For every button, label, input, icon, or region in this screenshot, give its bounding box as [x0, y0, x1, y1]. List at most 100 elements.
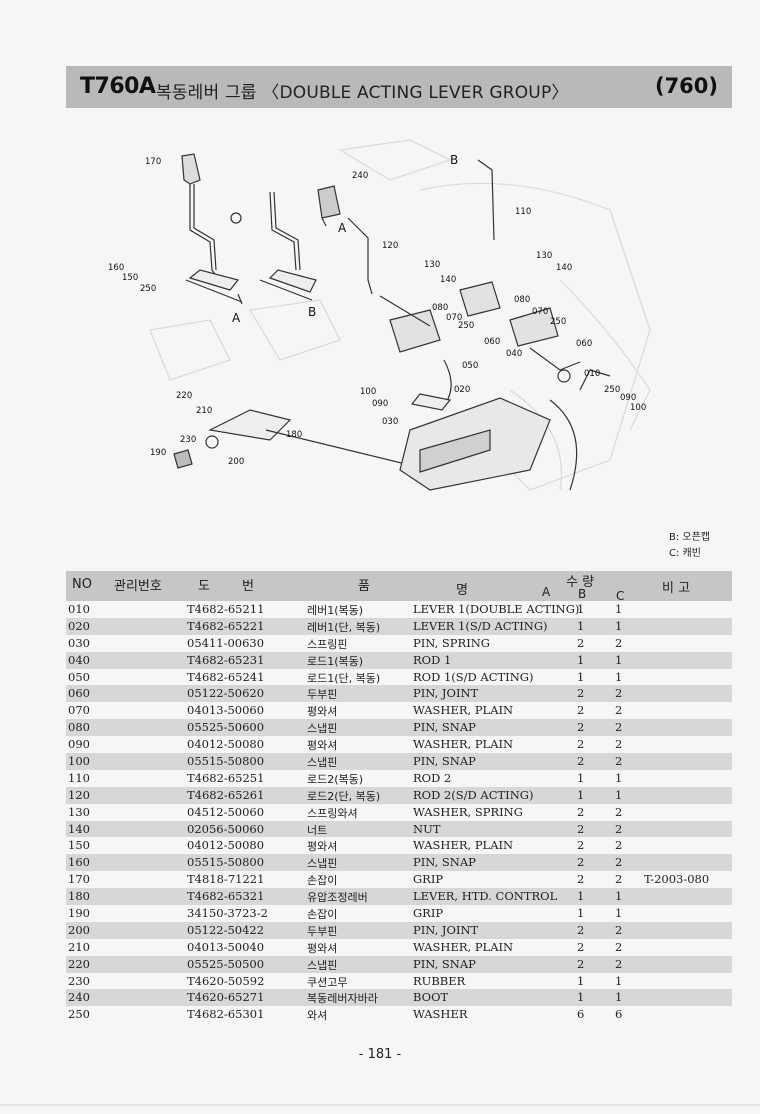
row-qty-b: 1 — [577, 787, 585, 802]
row-qty-b: 1 — [577, 602, 585, 616]
row-english-name: LEVER 1(DOUBLE ACTING) — [413, 602, 580, 616]
row-qty-c: 1 — [615, 906, 623, 921]
row-qty-b: 1 — [577, 669, 585, 684]
row-no: 170 — [68, 872, 90, 887]
svg-text:090: 090 — [372, 399, 388, 409]
row-qty-b: 2 — [577, 635, 585, 650]
row-korean-name: 로드1(복동) — [307, 654, 364, 668]
header-col-b: B — [578, 587, 587, 601]
row-english-name: WASHER, PLAIN — [413, 838, 514, 853]
svg-text:080: 080 — [514, 295, 530, 305]
svg-text:240: 240 — [352, 171, 368, 181]
row-korean-name: 스냅핀 — [307, 756, 338, 770]
header-name-b: 명 — [456, 583, 468, 598]
row-english-name: RUBBER — [413, 973, 466, 988]
table-header: NO 관리번호 도 번 품 명 수 량 A B C 비 고 — [66, 571, 732, 603]
row-no: 200 — [68, 922, 90, 937]
row-english-name: BOOT — [413, 990, 449, 1005]
row-qty-c: 1 — [615, 602, 623, 616]
svg-text:250: 250 — [604, 385, 620, 395]
svg-text:120: 120 — [382, 241, 398, 251]
row-part-number: T4682-65231 — [187, 652, 265, 667]
row-korean-name: 와셔 — [307, 1009, 328, 1023]
svg-text:060: 060 — [484, 337, 500, 347]
row-qty-b: 2 — [577, 703, 585, 718]
row-qty-c: 1 — [615, 669, 623, 684]
svg-text:030: 030 — [382, 417, 398, 427]
row-qty-b: 2 — [577, 872, 585, 887]
svg-text:B: B — [450, 153, 458, 167]
row-no: 190 — [68, 906, 90, 921]
row-english-name: LEVER, HTD. CONTROL — [413, 889, 558, 904]
row-qty-c: 1 — [615, 973, 623, 988]
row-korean-name: 로드2(복동) — [307, 772, 364, 786]
row-part-number: T4620-65271 — [187, 990, 265, 1005]
row-korean-name: 너트 — [307, 823, 328, 837]
svg-text:180: 180 — [286, 430, 302, 440]
exploded-parts-diagram: 170 160 150 250 240 120 130 140 110 130 … — [108, 139, 651, 491]
row-english-name: PIN, SPRING — [413, 635, 490, 650]
legend-open-cab: B: 오픈캡 — [669, 532, 711, 543]
row-no: 240 — [68, 990, 90, 1005]
row-english-name: ROD 1(S/D ACTING) — [413, 669, 534, 684]
row-english-name: ROD 2(S/D ACTING) — [413, 787, 534, 802]
row-qty-b: 1 — [577, 906, 585, 921]
header-mgmt-number: 관리번호 — [114, 579, 162, 594]
row-korean-name: 레버1(복동) — [307, 604, 364, 617]
row-korean-name: 평와셔 — [307, 739, 338, 753]
row-qty-b: 2 — [577, 939, 585, 954]
row-qty-c: 1 — [615, 787, 623, 802]
row-korean-name: 손잡이 — [307, 874, 338, 888]
row-qty-b: 2 — [577, 821, 585, 836]
row-english-name: GRIP — [413, 872, 444, 887]
row-part-number: 05411-00630 — [187, 635, 265, 650]
row-no: 150 — [68, 838, 90, 853]
row-no: 110 — [68, 770, 90, 785]
svg-text:230: 230 — [180, 435, 196, 445]
row-qty-c: 2 — [615, 686, 623, 701]
row-no: 210 — [68, 939, 90, 954]
row-part-number: 02056-50060 — [187, 821, 265, 836]
row-qty-b: 1 — [577, 618, 585, 633]
svg-text:A: A — [338, 221, 347, 235]
svg-text:250: 250 — [550, 317, 566, 327]
svg-text:140: 140 — [440, 275, 456, 285]
row-korean-name: 복동레버자바라 — [307, 992, 378, 1006]
svg-text:150: 150 — [122, 273, 138, 283]
row-part-number: T4682-65221 — [187, 618, 265, 633]
page-edge — [0, 1104, 760, 1106]
row-qty-c: 2 — [615, 872, 623, 887]
header-col-a: A — [542, 585, 551, 599]
row-no: 060 — [68, 686, 90, 701]
row-qty-c: 1 — [615, 652, 623, 667]
row-english-name: PIN, SNAP — [413, 855, 476, 870]
row-no: 090 — [68, 737, 90, 752]
row-no: 100 — [68, 754, 90, 769]
section-header: T760A 복동레버 그룹 〈DOUBLE ACTING LEVER GROUP… — [66, 66, 732, 108]
row-korean-name: 스냅핀 — [307, 722, 338, 736]
header-drawing-a: 도 — [198, 579, 210, 594]
row-no: 120 — [68, 787, 90, 802]
row-qty-b: 2 — [577, 686, 585, 701]
section-title: 복동레버 그룹 〈DOUBLE ACTING LEVER GROUP〉 — [156, 83, 569, 103]
row-part-number: 34150-3723-2 — [187, 906, 268, 921]
row-qty-c: 2 — [615, 804, 623, 819]
svg-text:060: 060 — [576, 339, 592, 349]
svg-text:020: 020 — [454, 385, 470, 395]
row-no: 160 — [68, 855, 90, 870]
row-qty-c: 2 — [615, 635, 623, 650]
svg-text:130: 130 — [536, 251, 552, 261]
svg-text:160: 160 — [108, 263, 124, 273]
row-part-number: T4682-65321 — [187, 889, 265, 904]
row-qty-b: 1 — [577, 990, 585, 1005]
svg-text:250: 250 — [140, 284, 156, 294]
